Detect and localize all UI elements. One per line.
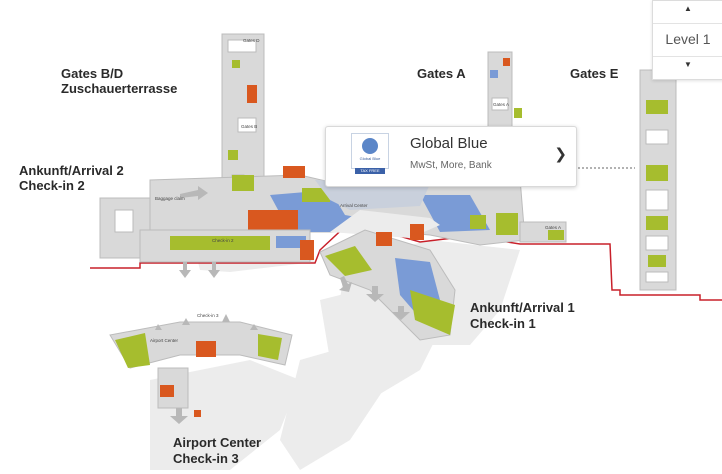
global-blue-logo: Global Blue TAX FREE bbox=[351, 133, 389, 174]
label-checkin3-small: Check-in 3 bbox=[197, 313, 219, 318]
label-arrival-1: Ankunft/Arrival 1 bbox=[470, 300, 575, 315]
walkway-areas bbox=[150, 240, 520, 470]
label-checkin-2: Check-in 2 bbox=[19, 178, 85, 193]
label-arrival-center: Arrival Center bbox=[340, 203, 368, 208]
logo-text: Global Blue bbox=[359, 156, 381, 161]
label-checkin2-small: Check-in 2 bbox=[212, 238, 234, 243]
globe-icon bbox=[362, 138, 378, 154]
popup-title: Global Blue bbox=[410, 135, 488, 152]
direction-arrows bbox=[155, 186, 410, 424]
label-gates-e: Gates E bbox=[570, 66, 619, 81]
label-gates-a-small: Gates A bbox=[493, 102, 509, 107]
label-arrival-2: Ankunft/Arrival 2 bbox=[19, 163, 124, 178]
chevron-right-icon[interactable]: ❯ bbox=[554, 145, 567, 163]
label-checkin-1: Check-in 1 bbox=[470, 316, 536, 331]
pier-gates-bd bbox=[221, 33, 265, 200]
level-down-button[interactable]: ▼ bbox=[684, 60, 692, 69]
divider bbox=[653, 23, 722, 24]
level-label: Level 1 bbox=[665, 31, 711, 47]
label-gates-d: Gates D bbox=[243, 38, 260, 43]
poi-popup-global-blue[interactable]: Global Blue TAX FREE Global Blue MwSt, M… bbox=[325, 126, 577, 187]
label-airport-center: Airport Center bbox=[173, 435, 262, 450]
divider bbox=[653, 56, 722, 57]
tax-free-badge: TAX FREE bbox=[355, 168, 385, 174]
pier-gates-e bbox=[639, 69, 677, 291]
label-checkin-3: Check-in 3 bbox=[173, 451, 239, 466]
wing-checkin-3 bbox=[109, 321, 293, 417]
label-gates-bd: Gates B/D bbox=[61, 66, 124, 81]
terminal-core bbox=[149, 166, 567, 246]
popup-subtitle: MwSt, More, Bank bbox=[410, 160, 492, 171]
wing-checkin-2 bbox=[99, 197, 314, 263]
label-gates-a-south: Gates A bbox=[545, 225, 561, 230]
map-small-labels: Gates D Gates B Gates A Gates A Check-in… bbox=[150, 38, 561, 343]
label-baggage: Baggage claim bbox=[155, 196, 185, 201]
label-airport-center-small: Airport Center bbox=[150, 338, 179, 343]
label-gates-a: Gates A bbox=[417, 66, 466, 81]
label-gates-b: Gates B bbox=[241, 124, 257, 129]
level-up-button[interactable]: ▲ bbox=[684, 4, 692, 13]
label-terrace: Zuschauerterrasse bbox=[61, 81, 178, 96]
level-selector: ▲ Level 1 ▼ bbox=[652, 0, 722, 80]
wing-checkin-1 bbox=[319, 224, 456, 341]
